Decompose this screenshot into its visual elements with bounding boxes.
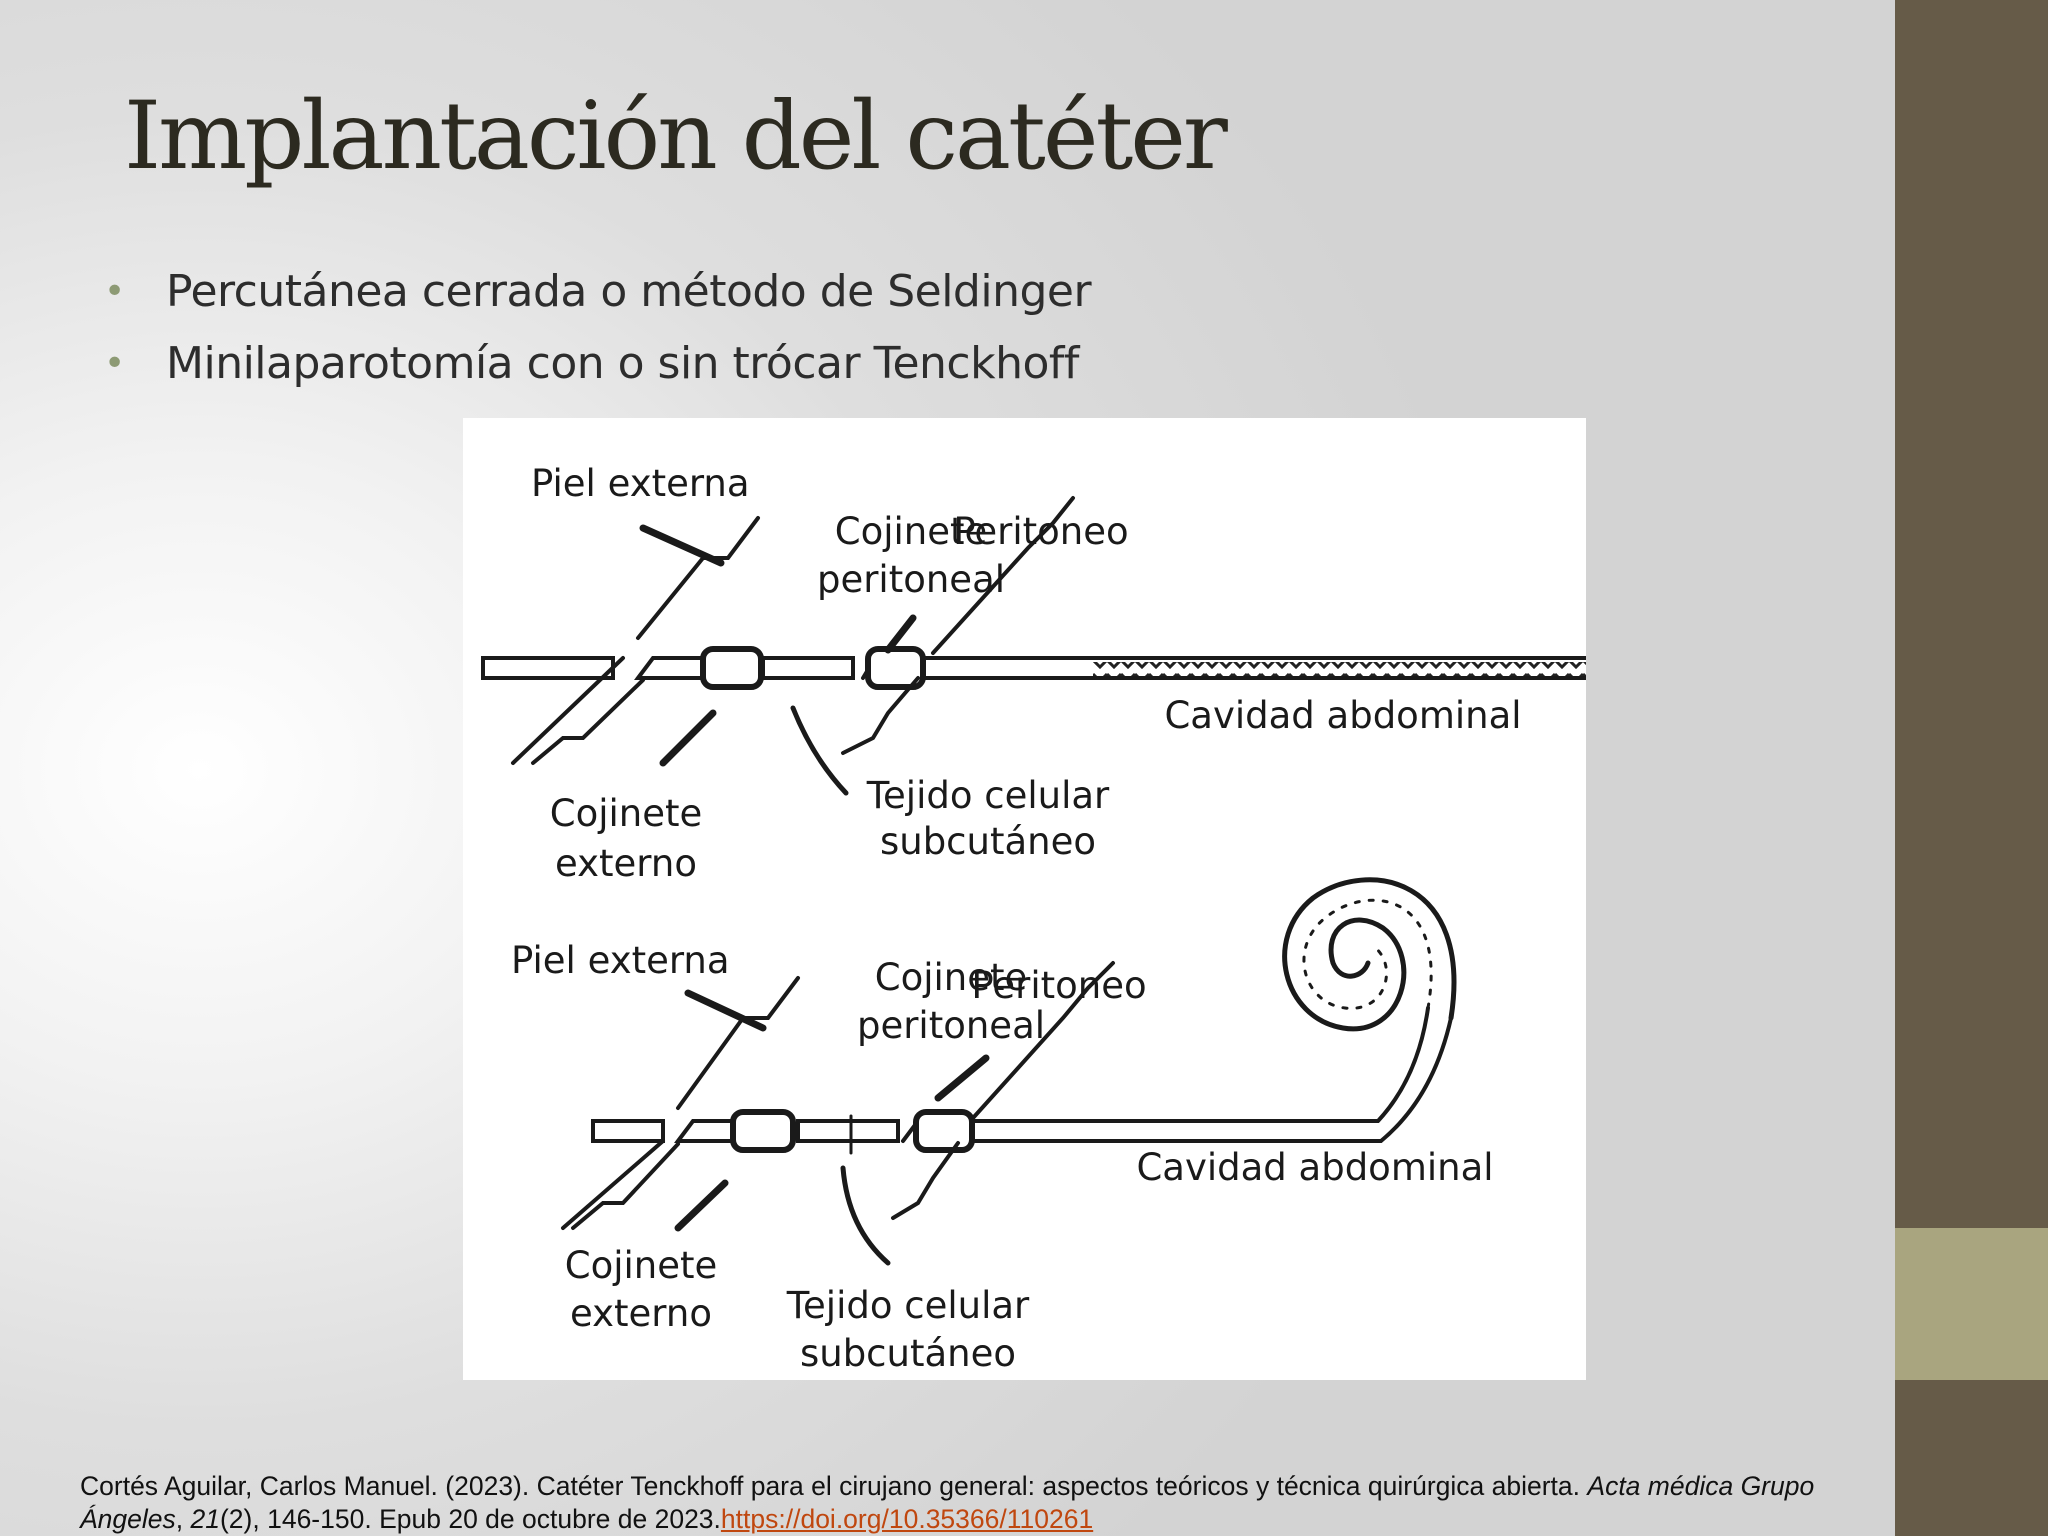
catheter-tube-bottom-segment bbox=[796, 1119, 900, 1143]
pointer-piel-top bbox=[639, 524, 725, 567]
skin-line-top-upper bbox=[511, 516, 760, 765]
citation-text: Cortés Aguilar, Carlos Manuel. (2023). C… bbox=[80, 1471, 1588, 1501]
skin-line-top-lower bbox=[531, 678, 645, 765]
peritoneum-line-top bbox=[841, 496, 1075, 755]
pointer-cojinete-externo-top bbox=[659, 709, 717, 767]
label-cojinete-peritoneal-bottom-1: Cojinete bbox=[875, 956, 1028, 999]
citation-doi-link[interactable]: https://doi.org/10.35366/110261 bbox=[720, 1504, 1094, 1534]
coil-catheter-bottom-inner bbox=[1302, 898, 1433, 1010]
label-tejido-top-2: subcutáneo bbox=[880, 820, 1096, 863]
pointer-tejido-top bbox=[790, 705, 849, 796]
skin-line-bottom-lower bbox=[571, 1142, 680, 1230]
label-cavidad-bottom: Cavidad abdominal bbox=[1136, 1146, 1493, 1189]
peritoneum-line-bottom bbox=[891, 961, 1115, 1220]
bullet-list: • Percutánea cerrada o método de Seldinge… bbox=[104, 256, 1092, 400]
sidebar-accent-band bbox=[1895, 1228, 2048, 1380]
pointer-tejido-bottom bbox=[840, 1165, 891, 1266]
cuff-external-top bbox=[700, 646, 764, 690]
label-tejido-top-1: Tejido celular bbox=[866, 774, 1110, 817]
citation-volume: 21 bbox=[190, 1504, 220, 1534]
bullet-dot-icon: • bbox=[104, 343, 125, 384]
label-peritoneo-top: Peritoneo bbox=[953, 510, 1128, 553]
cuff-external-bottom bbox=[730, 1109, 796, 1153]
citation-journal: Acta médica Grupo Ángeles bbox=[80, 1471, 1815, 1534]
bullet-text: Percutánea cerrada o método de Seldinger bbox=[166, 266, 1092, 317]
bullet-item: • Minilaparotomía con o sin trócar Tenckh… bbox=[104, 328, 1091, 400]
bullet-dot-icon: • bbox=[104, 271, 125, 312]
catheter-tube-top-outer bbox=[481, 656, 615, 680]
pointer-cojinete-peritoneal-top bbox=[884, 614, 917, 654]
label-cojinete-externo-bottom-1: Cojinete bbox=[565, 1244, 718, 1287]
pointer-cojinete-externo-bottom bbox=[674, 1179, 729, 1232]
label-cavidad-top: Cavidad abdominal bbox=[1164, 694, 1521, 737]
catheter-diagram: Piel externa Cojinete peritoneal Periton… bbox=[463, 418, 1586, 1380]
label-piel-externa-bottom: Piel externa bbox=[511, 939, 730, 982]
catheter-perforated-top bbox=[1093, 662, 1586, 676]
citation-issue-pages: (2), 146-150. Epub 20 de octubre de 2023… bbox=[219, 1504, 721, 1534]
slide-title: Implantación del catéter bbox=[124, 82, 1228, 191]
label-cojinete-externo-top-2: externo bbox=[555, 842, 697, 885]
bullet-item: • Percutánea cerrada o método de Seldinge… bbox=[104, 256, 1092, 328]
label-cojinete-externo-bottom-2: externo bbox=[570, 1292, 712, 1335]
catheter-tube-top-segment bbox=[761, 656, 855, 680]
label-cojinete-peritoneal-top-2: peritoneal bbox=[817, 558, 1005, 601]
bullet-text: Minilaparotomía con o sin trócar Tenckho… bbox=[166, 338, 1079, 389]
pointer-piel-bottom bbox=[684, 989, 767, 1032]
citation: Cortés Aguilar, Carlos Manuel. (2023). C… bbox=[80, 1470, 1890, 1536]
label-cojinete-peritoneal-top-1: Cojinete bbox=[835, 510, 988, 553]
label-cojinete-peritoneal-bottom-2: peritoneal bbox=[857, 1004, 1045, 1047]
pointer-cojinete-peritoneal-bottom bbox=[934, 1054, 990, 1102]
catheter-diagram-svg: Piel externa Cojinete peritoneal Periton… bbox=[481, 462, 1586, 1375]
label-peritoneo-bottom: Peritoneo bbox=[971, 964, 1146, 1007]
coil-catheter-bottom bbox=[1282, 877, 1457, 1032]
cuff-peritoneal-top bbox=[865, 646, 926, 690]
skin-line-bottom-upper bbox=[561, 976, 800, 1230]
label-tejido-bottom-1: Tejido celular bbox=[786, 1284, 1030, 1327]
label-piel-externa-top: Piel externa bbox=[531, 462, 750, 505]
catheter-tube-bottom-outer bbox=[591, 1119, 665, 1143]
cuff-peritoneal-bottom bbox=[913, 1109, 975, 1153]
citation-separator: , bbox=[175, 1504, 191, 1534]
catheter-tube-bottom-inner bbox=[901, 1006, 1453, 1143]
label-tejido-bottom-2: subcutáneo bbox=[800, 1332, 1016, 1375]
label-cojinete-externo-top-1: Cojinete bbox=[550, 792, 703, 835]
